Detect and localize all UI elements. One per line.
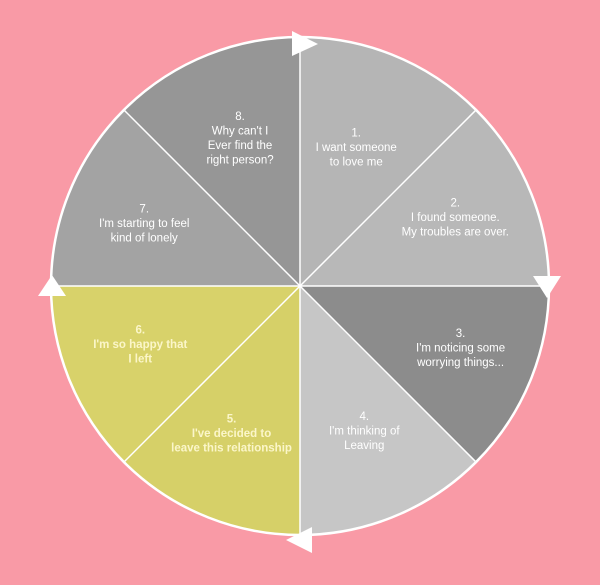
segment-labels: 1. I want someone to love me 2. I found some…: [93, 111, 509, 454]
cycle-segment-5: [123, 286, 300, 535]
cycle-arrows: [38, 31, 561, 553]
cycle-arrow-bottom-icon: [286, 527, 312, 553]
cycle-segment-4: [300, 286, 477, 535]
segment-label-line: 3.: [456, 328, 466, 340]
segment-label-line: Ever find the: [208, 140, 273, 152]
segment-label-line: Why can't I: [212, 125, 269, 137]
segment-label-line: right person?: [207, 154, 274, 166]
segment-label-line: 4.: [359, 411, 369, 423]
segment-label-line: 6.: [135, 325, 145, 337]
segment-label-line: kind of lonely: [111, 233, 178, 245]
segment-label-line: I'm noticing some: [416, 343, 505, 355]
segment-label-8: 8. Why can't I Ever find the right person?: [207, 111, 274, 167]
segment-label-line: I left: [128, 354, 152, 366]
segment-label-line: leave this relationship: [171, 442, 292, 454]
cycle-segments: [51, 37, 549, 535]
segment-label-line: to love me: [330, 156, 383, 168]
cycle-arrow-right-icon: [533, 276, 561, 298]
segment-label-5: 5. I've decided to leave this relationship: [171, 413, 292, 454]
segment-label-line: I'm thinking of: [329, 425, 400, 437]
segment-label-3: 3. I'm noticing some worrying things...: [416, 328, 505, 369]
segment-label-line: 7.: [139, 204, 149, 216]
segment-label-line: I want someone: [316, 142, 397, 154]
segment-label-1: 1. I want someone to love me: [316, 127, 397, 168]
segment-label-6: 6. I'm so happy that I left: [93, 325, 187, 366]
cycle-arrow-top-icon: [292, 31, 318, 56]
segment-label-2: 2. I found someone. My troubles are over.: [402, 197, 509, 238]
segment-divider: [299, 285, 477, 463]
segment-label-4: 4. I'm thinking of Leaving: [329, 411, 400, 452]
cycle-segment-7: [51, 109, 300, 286]
segment-divider: [123, 285, 301, 463]
cycle-arrow-left-icon: [38, 275, 66, 296]
segment-label-line: Leaving: [344, 440, 384, 452]
segment-label-line: I've decided to: [192, 428, 271, 440]
cycle-segment-2: [300, 109, 549, 286]
segment-label-line: I found someone.: [411, 212, 500, 224]
segment-label-line: 5.: [227, 413, 237, 425]
cycle-segment-6: [51, 286, 300, 463]
cycle-segment-8: [123, 37, 300, 286]
segment-label-line: 8.: [235, 111, 245, 123]
segment-label-line: worrying things...: [416, 357, 504, 369]
segment-label-line: 1.: [351, 127, 361, 139]
segment-label-line: 2.: [451, 197, 461, 209]
segment-label-line: I'm so happy that: [93, 339, 187, 351]
segment-divider: [123, 109, 301, 287]
cycle-segment-3: [300, 286, 549, 463]
segment-label-line: I'm starting to feel: [99, 218, 189, 230]
segment-divider: [299, 109, 477, 287]
segment-label-line: My troubles are over.: [402, 226, 509, 238]
cycle-segment-1: [300, 37, 477, 286]
segment-dividers: [51, 37, 549, 535]
segment-label-7: 7. I'm starting to feel kind of lonely: [99, 204, 189, 245]
